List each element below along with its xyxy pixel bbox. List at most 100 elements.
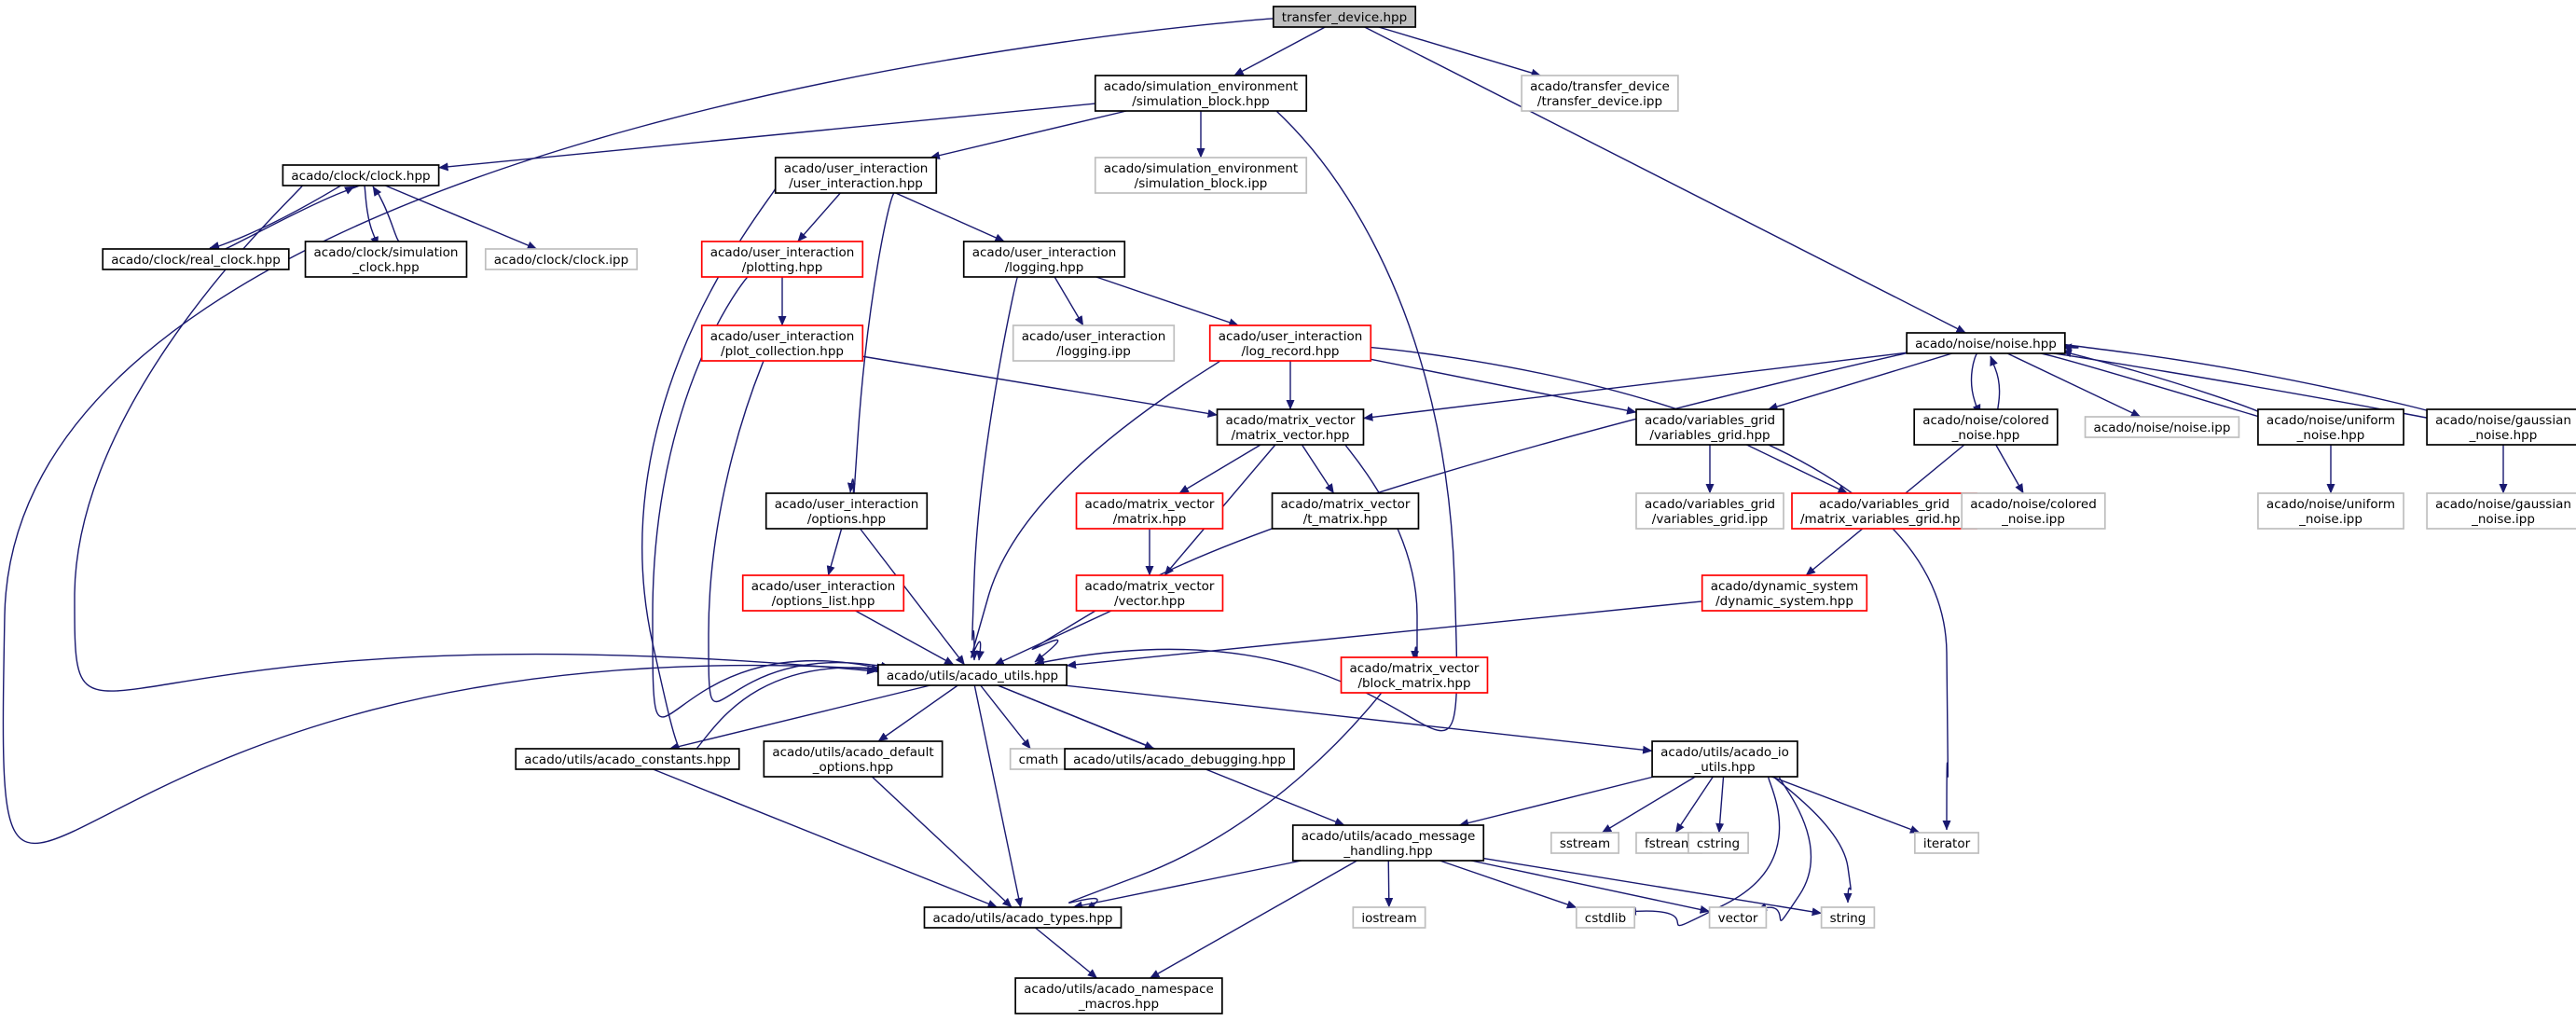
node-label: cstring <box>1697 836 1740 851</box>
node-vector[interactable]: acado/matrix_vector/vector.hpp <box>1075 574 1224 612</box>
node-cstdlib[interactable]: cstdlib <box>1575 906 1636 929</box>
node-options[interactable]: acado/user_interaction/options.hpp <box>765 492 929 530</box>
edge-sb-to-clock <box>438 103 1095 172</box>
node-label: acado/variables_grid <box>1819 497 1949 512</box>
node-gaussianipp[interactable]: acado/noise/gaussian_noise.ipp <box>2426 492 2576 530</box>
node-label: acado/noise/gaussian <box>2435 413 2571 428</box>
edge-mv-to-matrix <box>1178 444 1261 494</box>
node-label: /matrix_vector.hpp <box>1232 428 1350 443</box>
node-mv[interactable]: acado/matrix_vector/matrix_vector.hpp <box>1216 408 1365 446</box>
node-utils[interactable]: acado/utils/acado_utils.hpp <box>877 664 1068 686</box>
node-fstream[interactable]: fstream <box>1635 832 1702 854</box>
node-vgipp[interactable]: acado/variables_grid/variables_grid.ipp <box>1635 492 1784 530</box>
node-loggingipp[interactable]: acado/user_interaction/logging.ipp <box>1012 324 1176 362</box>
node-clock[interactable]: acado/clock/clock.hpp <box>282 164 440 186</box>
node-gaussian[interactable]: acado/noise/gaussian_noise.hpp <box>2426 408 2576 446</box>
node-box <box>2257 492 2404 530</box>
edge-options-to-utils <box>860 528 966 666</box>
node-label: acado/dynamic_system <box>1711 579 1859 594</box>
node-box <box>1913 408 2059 446</box>
node-colored[interactable]: acado/noise/colored_noise.hpp <box>1913 408 2059 446</box>
node-constants[interactable]: acado/utils/acado_constants.hpp <box>515 748 740 770</box>
node-td[interactable]: transfer_device.hpp <box>1272 6 1417 28</box>
node-box <box>1906 332 2066 354</box>
node-label: acado/matrix_vector <box>1226 413 1356 428</box>
edge-logrecord-to-utils <box>971 360 1220 661</box>
node-label: /t_matrix.hpp <box>1303 512 1388 527</box>
node-clockipp[interactable]: acado/clock/clock.ipp <box>484 248 639 270</box>
node-sbipp[interactable]: acado/simulation_environment/simulation_… <box>1094 157 1308 194</box>
edge-ioutils-to-cstring <box>1715 776 1725 834</box>
node-defopts[interactable]: acado/utils/acado_default_options.hpp <box>763 740 944 778</box>
node-dynsys[interactable]: acado/dynamic_system/dynamic_system.hpp <box>1701 574 1868 612</box>
node-tmatrix[interactable]: acado/matrix_vector/t_matrix.hpp <box>1271 492 1420 530</box>
node-label: cmath <box>1019 752 1059 767</box>
edge-mv-to-tmatrix <box>1301 444 1335 494</box>
node-string[interactable]: string <box>1820 906 1876 929</box>
node-cstring[interactable]: cstring <box>1687 832 1749 854</box>
edge-plotcoll-to-utils <box>708 360 891 703</box>
node-blockmatrix[interactable]: acado/matrix_vector/block_matrix.hpp <box>1340 656 1489 694</box>
node-label: acado/user_interaction <box>1022 329 1166 344</box>
node-debugging[interactable]: acado/utils/acado_debugging.hpp <box>1064 748 1295 770</box>
edge-msghandling-to-nsmacros <box>1150 860 1357 979</box>
node-label: acado/utils/acado_types.hpp <box>932 911 1112 926</box>
node-realclock[interactable]: acado/clock/real_clock.hpp <box>102 248 290 270</box>
node-box <box>282 164 440 186</box>
node-logrecord[interactable]: acado/user_interaction/log_record.hpp <box>1208 324 1372 362</box>
node-nsmacros[interactable]: acado/utils/acado_namespace_macros.hpp <box>1014 977 1223 1014</box>
edge-utils-to-defopts <box>877 684 958 742</box>
node-label: /variables_grid.hpp <box>1649 428 1770 443</box>
node-optlist[interactable]: acado/user_interaction/options_list.hpp <box>741 574 905 612</box>
node-label: acado/simulation_environment <box>1104 161 1298 176</box>
node-plotting[interactable]: acado/user_interaction/plotting.hpp <box>700 241 864 278</box>
node-label: acado/noise/noise.ipp <box>2094 421 2231 435</box>
node-label: /simulation_block.ipp <box>1135 176 1268 191</box>
edge-colored-to-noise <box>1990 355 2001 411</box>
node-label: iostream <box>1361 911 1416 926</box>
node-plotcoll[interactable]: acado/user_interaction/plot_collection.h… <box>700 324 864 362</box>
node-label: acado/clock/simulation <box>314 245 459 260</box>
node-label: sstream <box>1560 836 1610 851</box>
node-box <box>1635 492 1784 530</box>
node-tdipp[interactable]: acado/transfer_device/transfer_device.ip… <box>1521 75 1679 112</box>
node-mvg[interactable]: acado/variables_grid/matrix_variables_gr… <box>1791 492 1977 530</box>
edge-td-to-noise <box>1364 26 1966 334</box>
node-vg[interactable]: acado/variables_grid/variables_grid.hpp <box>1635 408 1784 446</box>
node-label: cstdlib <box>1585 911 1626 926</box>
node-uniform[interactable]: acado/noise/uniform_noise.hpp <box>2257 408 2404 446</box>
node-noiseipp[interactable]: acado/noise/noise.ipp <box>2084 416 2240 438</box>
node-label: acado/user_interaction <box>972 245 1117 260</box>
node-simclock[interactable]: acado/clock/simulation_clock.hpp <box>304 241 468 278</box>
node-label: _noise.hpp <box>2469 428 2538 443</box>
node-box <box>1708 906 1768 929</box>
edge-td-to-utils <box>2 18 1274 845</box>
node-label: /options_list.hpp <box>772 594 875 609</box>
node-box <box>1820 906 1876 929</box>
edge-ioutils-to-vectorstd <box>1756 776 1812 921</box>
node-box <box>1550 832 1620 854</box>
node-types[interactable]: acado/utils/acado_types.hpp <box>923 906 1123 929</box>
node-box <box>1075 492 1224 530</box>
node-box <box>1701 574 1868 612</box>
node-ui[interactable]: acado/user_interaction/user_interaction.… <box>774 157 938 194</box>
node-box <box>1340 656 1489 694</box>
node-label: acado/user_interaction <box>775 497 919 512</box>
node-sb[interactable]: acado/simulation_environment/simulation_… <box>1094 75 1308 112</box>
node-logging[interactable]: acado/user_interaction/logging.hpp <box>962 241 1126 278</box>
node-label: fstream <box>1645 836 1693 851</box>
node-msghandling[interactable]: acado/utils/acado_message_handling.hpp <box>1291 824 1485 862</box>
node-noise[interactable]: acado/noise/noise.hpp <box>1906 332 2066 354</box>
node-iostream[interactable]: iostream <box>1352 906 1426 929</box>
node-ioutils[interactable]: acado/utils/acado_io_utils.hpp <box>1651 740 1798 778</box>
node-uniformipp[interactable]: acado/noise/uniform_noise.ipp <box>2257 492 2404 530</box>
node-coloredipp[interactable]: acado/noise/colored_noise.ipp <box>1961 492 2106 530</box>
node-vectorstd[interactable]: vector <box>1708 906 1768 929</box>
node-matrix[interactable]: acado/matrix_vector/matrix.hpp <box>1075 492 1224 530</box>
node-box <box>1271 492 1420 530</box>
node-cmath[interactable]: cmath <box>1009 748 1068 770</box>
node-iterator[interactable]: iterator <box>1914 832 1979 854</box>
node-label: acado/matrix_vector <box>1085 579 1215 594</box>
node-sstream[interactable]: sstream <box>1550 832 1620 854</box>
node-box <box>877 664 1068 686</box>
